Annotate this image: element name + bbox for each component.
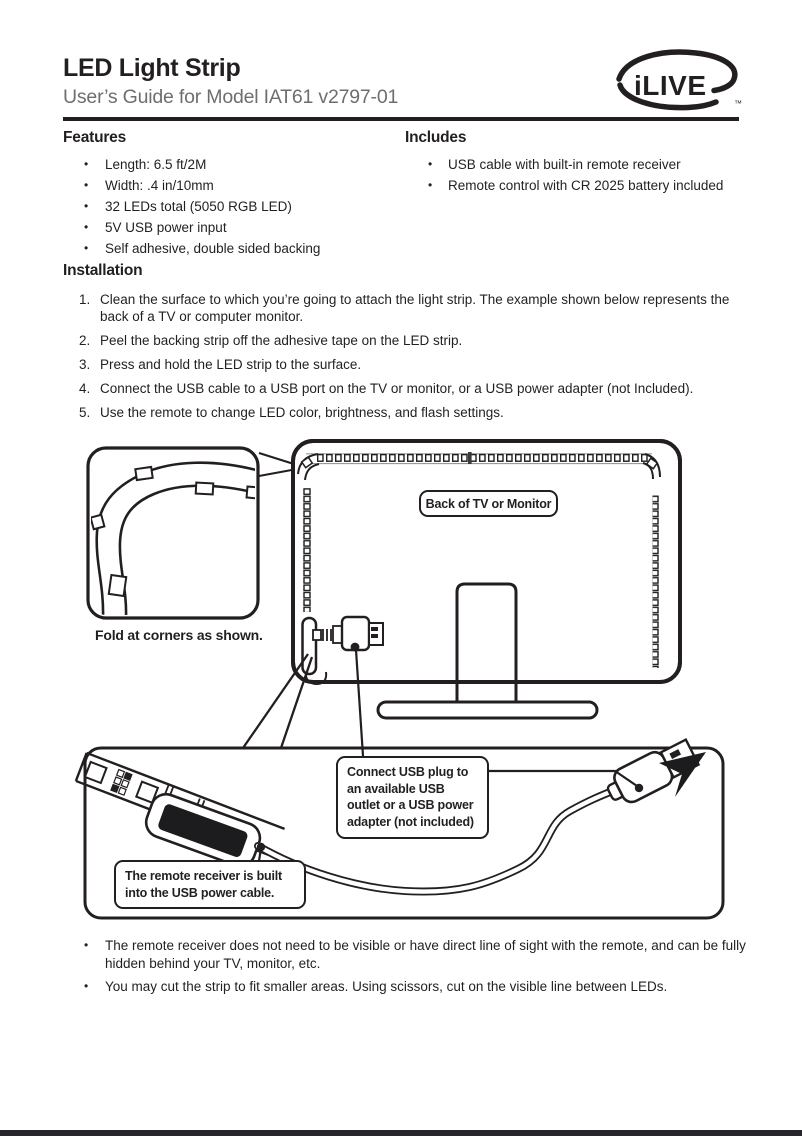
install-step: Connect the USB cable to a USB port on t… <box>79 380 694 397</box>
remote-receiver-callout: The remote receiver is built into the US… <box>114 860 306 910</box>
list-item: Width: .4 in/10mm <box>63 175 393 196</box>
usb-plug-callout: Connect USB plug to an available USB out… <box>336 756 489 839</box>
fold-inset-box <box>86 446 260 620</box>
installation-diagram <box>55 425 767 935</box>
list-item: USB cable with built-in remote receiver <box>405 154 765 175</box>
list-item: Self adhesive, double sided backing <box>63 238 393 259</box>
features-section: Features Length: 6.5 ft/2M Width: .4 in/… <box>63 129 393 259</box>
list-item: 32 LEDs total (5050 RGB LED) <box>63 196 393 217</box>
features-heading: Features <box>63 129 127 146</box>
inset-leader-lines <box>258 452 298 477</box>
header-rule <box>63 117 739 121</box>
logo-swoosh-top <box>616 49 738 94</box>
cursor-arrow-icon <box>659 752 706 797</box>
led-strip-end <box>74 751 285 856</box>
usb-callout-leader <box>354 649 365 757</box>
page-subtitle: User’s Guide for Model IAT61 v2797-01 <box>63 86 399 108</box>
installation-section: Installation Clean the surface to which … <box>63 262 753 428</box>
install-step: Use the remote to change LED color, brig… <box>79 404 504 421</box>
led-strip-right <box>652 495 662 668</box>
strip-corner-fold-right <box>642 453 661 480</box>
note-item: The remote receiver does not need to be … <box>63 937 763 972</box>
strip-junction <box>468 452 472 464</box>
page-footer-bar <box>0 1130 802 1136</box>
install-step: Press and hold the LED strip to the surf… <box>79 356 362 373</box>
logo-text: iLIVE <box>634 70 707 101</box>
page-title: LED Light Strip <box>63 54 241 82</box>
tv-outline <box>291 439 682 684</box>
strip-corner-fold-left <box>297 453 320 481</box>
usb-plug-behind-tv <box>312 615 384 652</box>
install-step: Clean the surface to which you’re going … <box>79 291 730 324</box>
includes-heading: Includes <box>405 129 467 146</box>
install-step: Peel the backing strip off the adhesive … <box>79 332 463 349</box>
tv-stand-neck <box>455 582 518 710</box>
tv-stand-base <box>376 700 599 720</box>
installation-heading: Installation <box>63 262 143 279</box>
list-item: Remote control with CR 2025 battery incl… <box>405 175 765 196</box>
plug-leader <box>488 769 638 787</box>
fold-inset-strip <box>91 461 255 615</box>
notes-section: The remote receiver does not need to be … <box>63 930 763 1002</box>
led-strip-left <box>303 488 313 612</box>
fold-caption: Fold at corners as shown. <box>95 627 263 643</box>
note-item: You may cut the strip to fit smaller are… <box>63 978 763 996</box>
logo-tm: ™ <box>734 99 742 108</box>
logo-swoosh-bottom <box>617 82 719 111</box>
led-strip-top <box>316 453 649 463</box>
list-item: 5V USB power input <box>63 217 393 238</box>
tv-back-label: Back of TV or Monitor <box>419 490 558 517</box>
ilive-logo: iLIVE ™ <box>608 48 748 116</box>
wedge-leader-lines <box>242 653 314 749</box>
includes-section: Includes USB cable with built-in remote … <box>405 129 765 196</box>
list-item: Length: 6.5 ft/2M <box>63 154 393 175</box>
